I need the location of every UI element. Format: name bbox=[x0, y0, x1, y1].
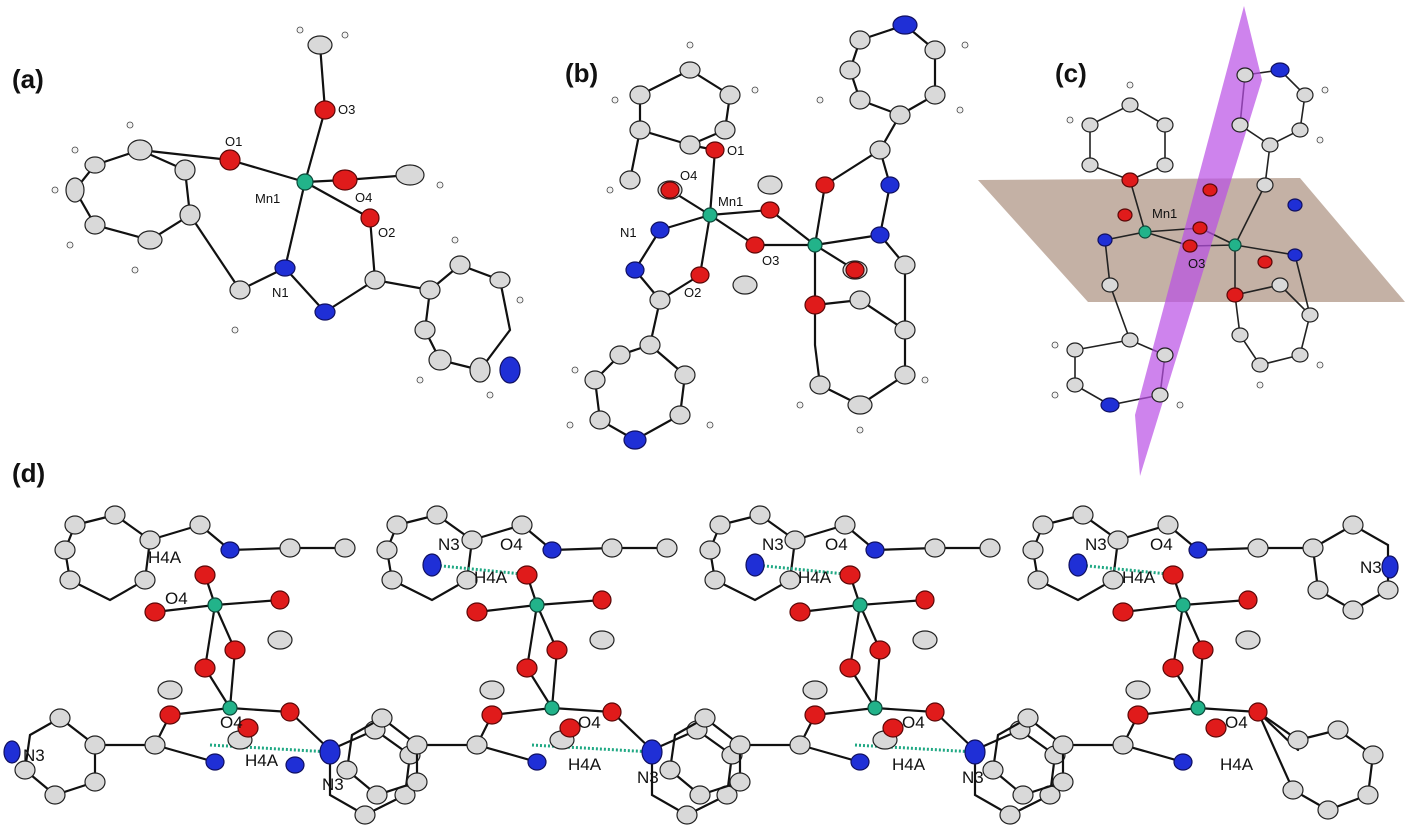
atom-label-h4a-d2: H4A bbox=[245, 751, 279, 770]
panel-label-a: (a) bbox=[12, 64, 44, 94]
atom-label-o2-a: O2 bbox=[378, 225, 395, 240]
phenyl-ring-c-top bbox=[1089, 104, 1166, 181]
atom-label-o3-a: O3 bbox=[338, 102, 355, 117]
atom-label-n3-d7: N3 bbox=[1085, 535, 1107, 554]
atom-label-h4a-d7: H4A bbox=[1122, 568, 1156, 587]
panel-label-b: (b) bbox=[565, 58, 598, 88]
atom-label-o1-b: O1 bbox=[727, 143, 744, 158]
atom-label-n3-d5: N3 bbox=[762, 535, 784, 554]
atom-label-o3-c: O3 bbox=[1188, 256, 1205, 271]
atom-label-n3-d8: N3 bbox=[1360, 558, 1382, 577]
chain-unit-1 bbox=[3, 505, 421, 825]
atom-label-n1-b: N1 bbox=[620, 225, 637, 240]
atom-label-n3-d3: N3 bbox=[438, 535, 460, 554]
atom-label-mn1-b: Mn1 bbox=[718, 194, 743, 209]
atom-label-o4-d1: O4 bbox=[165, 589, 188, 608]
chain-unit-4 bbox=[982, 505, 1399, 820]
atom-label-n3-d1: N3 bbox=[23, 746, 45, 765]
atom-label-mn1-a: Mn1 bbox=[255, 191, 280, 206]
atom-label-mn1-c: Mn1 bbox=[1152, 206, 1177, 221]
atom-label-o4-d8: O4 bbox=[1225, 713, 1248, 732]
atom-label-o1-a: O1 bbox=[225, 134, 242, 149]
atom-label-o4-b: O4 bbox=[680, 168, 697, 183]
atom-label-n1-a: N1 bbox=[272, 285, 289, 300]
panel-d: (d) bbox=[3, 458, 1399, 825]
atom-label-o4-d6: O4 bbox=[902, 713, 925, 732]
atom-label-n3-d6: N3 bbox=[962, 768, 984, 787]
atom-label-o4-d7: O4 bbox=[1150, 535, 1173, 554]
atom-label-o2-b: O2 bbox=[684, 285, 701, 300]
atom-label-o4-a: O4 bbox=[355, 190, 372, 205]
atom-label-o4-d4: O4 bbox=[578, 713, 601, 732]
atom-label-h4a-d5: H4A bbox=[798, 568, 832, 587]
atom-label-o4-d3: O4 bbox=[500, 535, 523, 554]
panel-label-d: (d) bbox=[12, 458, 45, 488]
atom-label-o4-d5: O4 bbox=[825, 535, 848, 554]
atom-label-o3-b: O3 bbox=[762, 253, 779, 268]
chain-unit-2 bbox=[336, 505, 743, 825]
chain-unit-3 bbox=[659, 505, 1066, 825]
atom-label-h4a-d4: H4A bbox=[568, 755, 602, 774]
atom-label-h4a-d8: H4A bbox=[1220, 755, 1254, 774]
panel-c: (c) bbox=[978, 6, 1405, 476]
atom-label-h4a-d6: H4A bbox=[892, 755, 926, 774]
atom-label-n3-d4: N3 bbox=[637, 768, 659, 787]
atom-label-h4a-d1: H4A bbox=[148, 548, 182, 567]
atom-label-n3-d2: N3 bbox=[322, 775, 344, 794]
panel-label-c: (c) bbox=[1055, 58, 1087, 88]
atom-label-o4-d2: O4 bbox=[220, 713, 243, 732]
panel-b: (b) bbox=[565, 15, 969, 450]
panel-a: (a) bbox=[12, 26, 524, 399]
atom-label-h4a-d3: H4A bbox=[474, 568, 508, 587]
